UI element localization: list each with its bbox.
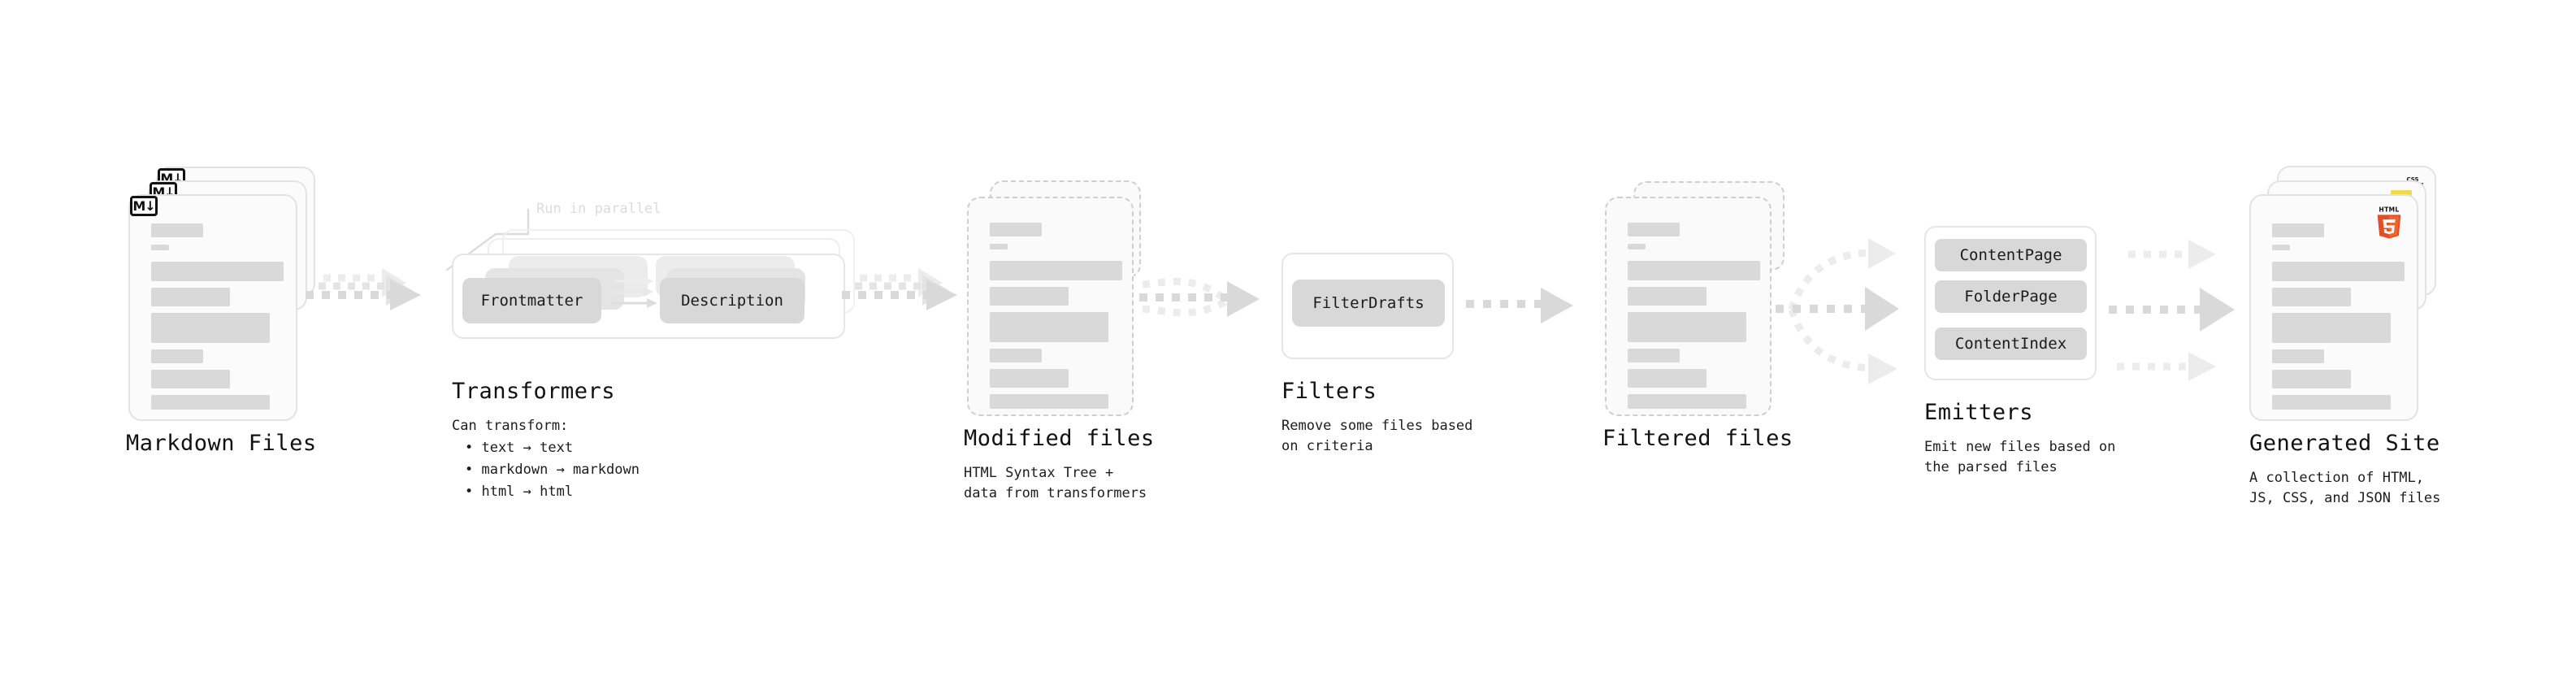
stage-title-transformers: Transformers (452, 379, 616, 404)
stage-title-modified-files: Modified files (964, 426, 1155, 451)
connector-transformers-to-modified (842, 268, 957, 310)
stage-title-markdown-files: Markdown Files (126, 431, 317, 456)
stage-title-filters: Filters (1281, 379, 1377, 404)
stage-title-filtered-files: Filtered files (1602, 426, 1793, 451)
stage-subtitle-generated-site: A collection of HTML, JS, CSS, and JSON … (2249, 470, 2441, 506)
filtered-card-front (1605, 197, 1772, 416)
chip-contentindex[interactable]: ContentIndex (1935, 327, 2087, 360)
chip-filterdrafts[interactable]: FilterDrafts (1292, 280, 1445, 327)
chip-description[interactable]: Description (660, 278, 804, 323)
connector-modified-to-filters (1139, 277, 1260, 317)
markdown-card-front: M↓ (128, 194, 297, 421)
stage-subtitle-modified-files: HTML Syntax Tree + data from transformer… (964, 465, 1147, 501)
chip-frontmatter[interactable]: Frontmatter (462, 278, 601, 323)
chip-folderpage[interactable]: FolderPage (1935, 280, 2087, 313)
connector-filtered-to-emitters (1776, 238, 1899, 384)
skeleton-bars (2272, 223, 2405, 410)
stage-title-generated-site: Generated Site (2249, 431, 2440, 456)
transformers-bullet-1: • markdown → markdown (465, 462, 640, 478)
transformer-internal-arrows (611, 276, 657, 308)
skeleton-bars (990, 223, 1122, 409)
modified-card-front (967, 197, 1134, 416)
skeleton-bars (1628, 223, 1760, 409)
stage-subtitle-transformers: Can transform: (452, 418, 569, 434)
svg-text:CSS: CSS (2406, 176, 2418, 183)
markdown-badge-label: M↓ (132, 197, 155, 214)
stage-title-emitters: Emitters (1924, 400, 2034, 425)
html5-icon: HTML (2377, 206, 2401, 239)
chip-contentpage[interactable]: ContentPage (1935, 239, 2087, 271)
skeleton-bars (151, 223, 284, 410)
svg-text:HTML: HTML (2379, 206, 2399, 214)
transformers-bullet-2: • html → html (465, 484, 574, 500)
parallel-annotation: Run in parallel (536, 201, 661, 217)
stage-subtitle-filters: Remove some files based on criteria (1281, 418, 1473, 454)
connector-filters-to-filtered (1466, 288, 1573, 323)
connector-md-to-transformers (306, 268, 421, 310)
markdown-icon: M↓ (130, 196, 158, 216)
stage-subtitle-emitters: Emit new files based on the parsed files (1924, 439, 2116, 475)
site-card-front: HTML (2249, 194, 2418, 421)
transformers-bullet-0: • text → text (465, 440, 574, 456)
connector-emitters-to-site (2109, 240, 2235, 381)
